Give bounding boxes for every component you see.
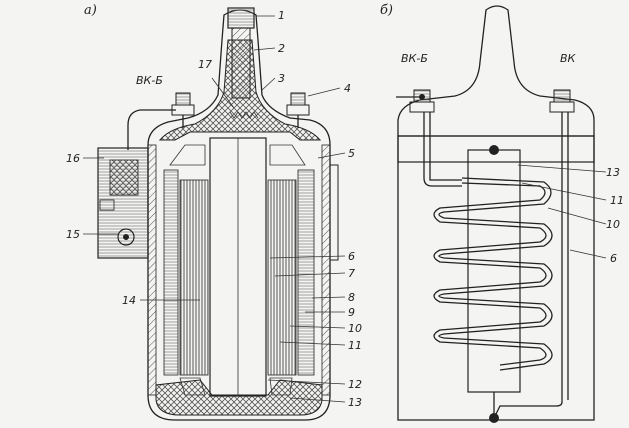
terminal-label-vk-b: ВК: [560, 52, 577, 65]
callout-7: 7: [348, 267, 355, 280]
contact-spring: [229, 111, 259, 119]
primary-lead-right: [495, 112, 563, 415]
node-top: [489, 145, 499, 155]
terminal-vkb: [396, 89, 435, 113]
shell-left-wall: [147, 144, 157, 396]
node-bottom: [489, 413, 499, 423]
callout-b-10: 10: [606, 218, 620, 231]
winding-right-secondary: [267, 179, 297, 376]
callout-5: 5: [348, 147, 355, 160]
callout-3: 3: [278, 72, 285, 85]
callout-4: 4: [344, 82, 351, 95]
bottom-insulator: [155, 379, 323, 416]
coil-top-cap: [397, 5, 595, 136]
callout-17: 17: [198, 58, 212, 71]
callout-leaders-a: [83, 15, 346, 403]
winding-left-primary: [163, 169, 179, 376]
mounting-bracket: [329, 164, 339, 261]
callout-8: 8: [348, 291, 355, 304]
connecting-wire: [127, 109, 176, 150]
cover-band: [397, 135, 595, 163]
panel-b-schematic-view: б) ВК-Б ВК 13 11 10 6: [380, 3, 624, 423]
terminal-post-right: [286, 92, 310, 128]
callout-6: 6: [348, 250, 355, 263]
callout-13: 13: [348, 396, 362, 409]
core-b: [467, 149, 521, 393]
panel-a-sectional-view: а) ВК-Б 1 2 17 3 4 16 5 15 6 7 14 8 9 10…: [66, 3, 362, 421]
callout-9: 9: [348, 306, 355, 319]
panel-a-label: а): [84, 3, 97, 18]
callout-10: 10: [348, 322, 362, 335]
callout-12: 12: [348, 378, 362, 391]
callout-leaders-b: [517, 164, 607, 259]
coil-body-outline: [397, 135, 595, 421]
callout-15: 15: [66, 228, 80, 241]
terminal-vk: [549, 89, 575, 113]
shell-right-wall: [321, 144, 331, 396]
terminal-label-vkb-a: ВК-Б: [136, 74, 163, 87]
hv-terminal: [227, 7, 255, 29]
callout-b-11: 11: [610, 194, 624, 207]
primary-lead-left: [423, 112, 462, 187]
terminal-label-vkb-b: ВК-Б: [401, 52, 428, 65]
winding-left-secondary: [179, 179, 209, 376]
panel-b-label: б): [380, 3, 393, 18]
winding-right-primary: [297, 169, 315, 376]
callout-b-13: 13: [606, 166, 620, 179]
callout-14: 14: [122, 294, 136, 307]
callout-b-6: 6: [610, 252, 617, 265]
primary-winding-spiral: [433, 177, 553, 371]
coil-outer-shell: [147, 9, 331, 421]
callout-1: 1: [278, 9, 285, 22]
callout-11: 11: [348, 339, 362, 352]
callout-2: 2: [278, 42, 285, 55]
hv-contact: [231, 27, 251, 99]
callout-16: 16: [66, 152, 80, 165]
